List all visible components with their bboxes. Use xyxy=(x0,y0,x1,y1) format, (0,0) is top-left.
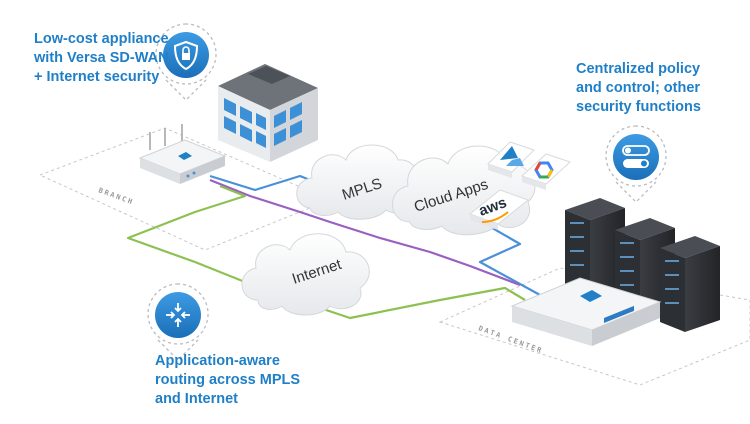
aws-tile: aws xyxy=(468,189,530,230)
policy-callout-text: Centralized policy and control; other se… xyxy=(576,61,701,115)
routing-callout-text: Application-aware routing across MPLS an… xyxy=(155,353,301,407)
mpls-cloud: MPLS xyxy=(296,144,419,220)
azure-tile xyxy=(487,141,535,178)
gcp-tile xyxy=(521,153,571,190)
shield-lock-icon xyxy=(173,40,199,71)
routing-pin xyxy=(147,283,209,361)
internet-cloud: Internet xyxy=(241,233,370,316)
server-racks xyxy=(565,198,720,332)
datacenter-appliance xyxy=(510,277,662,346)
toggle-switch-icon xyxy=(622,145,650,168)
aws-smile-icon xyxy=(481,211,509,223)
rack-3 xyxy=(660,236,720,332)
branch-building xyxy=(218,64,318,162)
azure-logo-icon xyxy=(500,146,518,160)
internet-link xyxy=(126,184,526,320)
internet-secondary-link xyxy=(209,178,521,287)
branch-appliance xyxy=(138,124,227,184)
policy-pin xyxy=(605,125,667,203)
gcp-logo-icon xyxy=(534,161,554,179)
branch-callout-text: Low-cost appliance with Versa SD-WAN + I… xyxy=(34,31,169,85)
branch-pin xyxy=(155,23,217,101)
router-arrows-icon xyxy=(166,303,190,327)
datacenter-zone-label: DATA CENTER xyxy=(477,324,544,355)
